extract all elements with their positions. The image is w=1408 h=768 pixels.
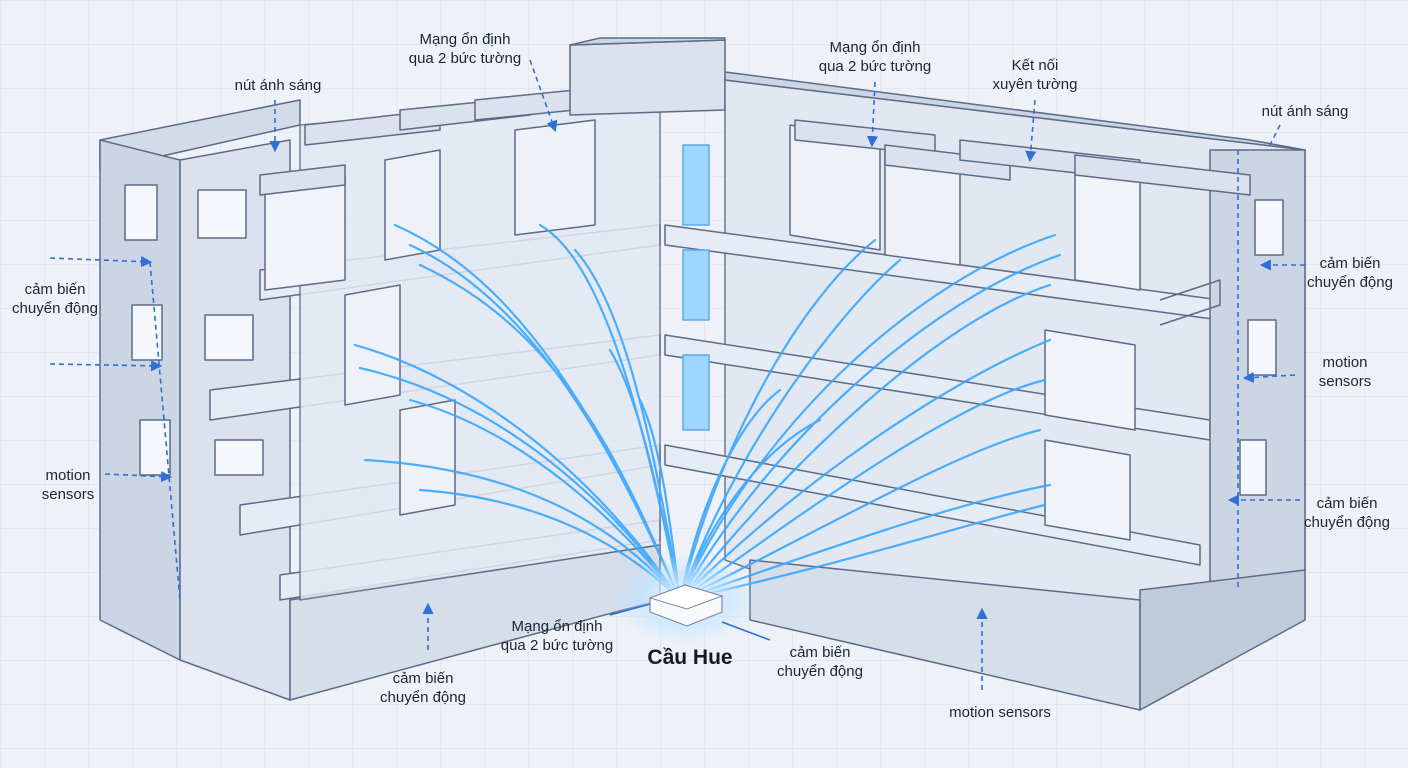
label-top-stable-network-2: Mạng ổn định qua 2 bức tường xyxy=(818,39,932,75)
label-bottom-stable-network: Mạng ổn định qua 2 bức tường xyxy=(500,618,614,654)
label-top-through-wall: Kết nối xuyên tường xyxy=(992,57,1078,93)
annotation-arrows xyxy=(49,59,1305,690)
label-right-motion-en: motion sensors xyxy=(1318,354,1372,390)
label-top-left-light: nút ánh sáng xyxy=(234,77,322,94)
signal-lines xyxy=(353,223,1062,602)
hub-name: Cầu Hue xyxy=(647,646,733,669)
label-right-motion-vi-2: cảm biến chuyển động xyxy=(1304,495,1390,531)
label-top-stable-network-1: Mạng ổn định qua 2 bức tường xyxy=(408,31,522,67)
label-bottom-motion-en: motion sensors xyxy=(949,704,1051,721)
label-top-right-light: nút ánh sáng xyxy=(1261,103,1349,120)
label-bottom-motion-vi: cảm biến chuyển động xyxy=(380,670,466,706)
label-hub-motion-vi: cảm biến chuyển động xyxy=(777,644,863,680)
label-left-motion-vi: cảm biến chuyển động xyxy=(12,281,98,317)
label-right-motion-vi-1: cảm biến chuyển động xyxy=(1307,255,1393,291)
label-left-motion-en: motion sensors xyxy=(41,467,95,503)
